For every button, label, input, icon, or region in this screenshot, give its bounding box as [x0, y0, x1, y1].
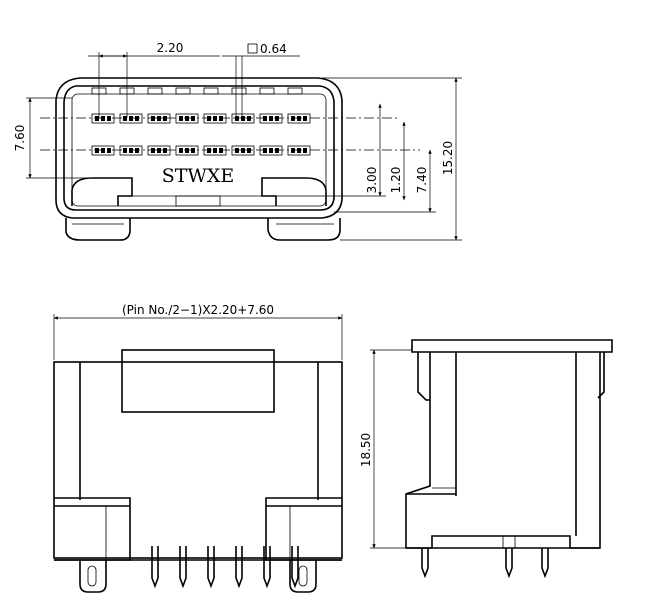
pin-contact: [119, 113, 143, 124]
side-latch-left: [417, 352, 430, 401]
pin-contact: [287, 113, 311, 124]
front-top-latch-slots: [91, 87, 303, 95]
pin-contact: [203, 113, 227, 124]
dim-width-label: 7.60: [13, 125, 27, 152]
dim-row-to-top: 7.40: [334, 149, 436, 213]
bottom-body-outline: [53, 361, 343, 559]
pin-contact: [231, 145, 255, 156]
pin-contact: [259, 145, 283, 156]
dim-width-left: 7.60: [13, 97, 90, 179]
bottom-pins: [151, 546, 299, 589]
pin-contact: [147, 145, 171, 156]
bottom-label-area: [121, 349, 275, 413]
front-view: STWXE 2.20 0.64 7.60 3.00: [13, 41, 462, 241]
pin-contact: [231, 113, 255, 124]
dim-row-spacing-label: 1.20: [389, 167, 403, 194]
brand-label: STWXE: [162, 165, 235, 187]
solder-pin: [151, 546, 159, 589]
side-top-cap: [411, 339, 613, 353]
solder-pin: [179, 546, 187, 589]
solder-pin: [207, 546, 215, 589]
dim-formula: (Pin No./2−1)X2.20+7.60: [53, 303, 343, 360]
dim-overall-height-label: 15.20: [441, 141, 455, 175]
dim-row-to-bottom-label: 3.00: [365, 167, 379, 194]
dim-row-spacing: 1.20: [389, 121, 406, 201]
pin-contact: [91, 113, 115, 124]
front-foot-left: [65, 218, 131, 241]
dim-row-to-bottom: 3.00: [262, 103, 386, 197]
dim-pitch-label: 2.20: [157, 41, 184, 55]
mounting-post-right: [289, 560, 317, 593]
bottom-left-block: [54, 497, 131, 561]
pin-contact: [203, 145, 227, 156]
pin-row-top: [91, 113, 311, 124]
pin-contact: [91, 145, 115, 156]
solder-pin: [291, 546, 299, 589]
solder-pin: [235, 546, 243, 589]
front-foot-right: [267, 218, 341, 241]
pin-row-bottom: [91, 145, 311, 156]
front-bottom-key-left: [71, 177, 133, 206]
solder-pin: [263, 546, 271, 589]
dim-overall-height: 15.20: [322, 77, 462, 241]
bottom-view: (Pin No./2−1)X2.20+7.60: [53, 303, 343, 593]
front-housing-outline: [55, 77, 343, 219]
mounting-post-left: [79, 560, 107, 593]
dim-pitch: 2.20: [88, 41, 220, 118]
front-housing-inner-outline: [63, 85, 335, 211]
square-symbol-icon: [247, 43, 258, 54]
side-view: 18.50: [359, 339, 613, 579]
pin-contact: [147, 113, 171, 124]
pin-contact: [175, 145, 199, 156]
dim-side-height-label: 18.50: [359, 433, 373, 467]
pin-contact: [119, 145, 143, 156]
front-bottom-key-right: [261, 177, 327, 206]
dim-pin-square: 0.64: [222, 42, 300, 118]
pin-contact: [259, 113, 283, 124]
side-latch-right: [597, 352, 605, 399]
pin-contact: [287, 145, 311, 156]
dim-formula-label: (Pin No./2−1)X2.20+7.60: [122, 303, 274, 317]
dim-side-height: 18.50: [359, 349, 412, 549]
side-body-outline: [405, 352, 601, 549]
bottom-right-block: [265, 497, 342, 561]
dim-pin-square-label: 0.64: [260, 42, 287, 56]
pin-contact: [175, 113, 199, 124]
front-bottom-notch: [175, 195, 221, 207]
dim-row-to-top-label: 7.40: [415, 167, 429, 194]
side-pins: [421, 535, 549, 579]
